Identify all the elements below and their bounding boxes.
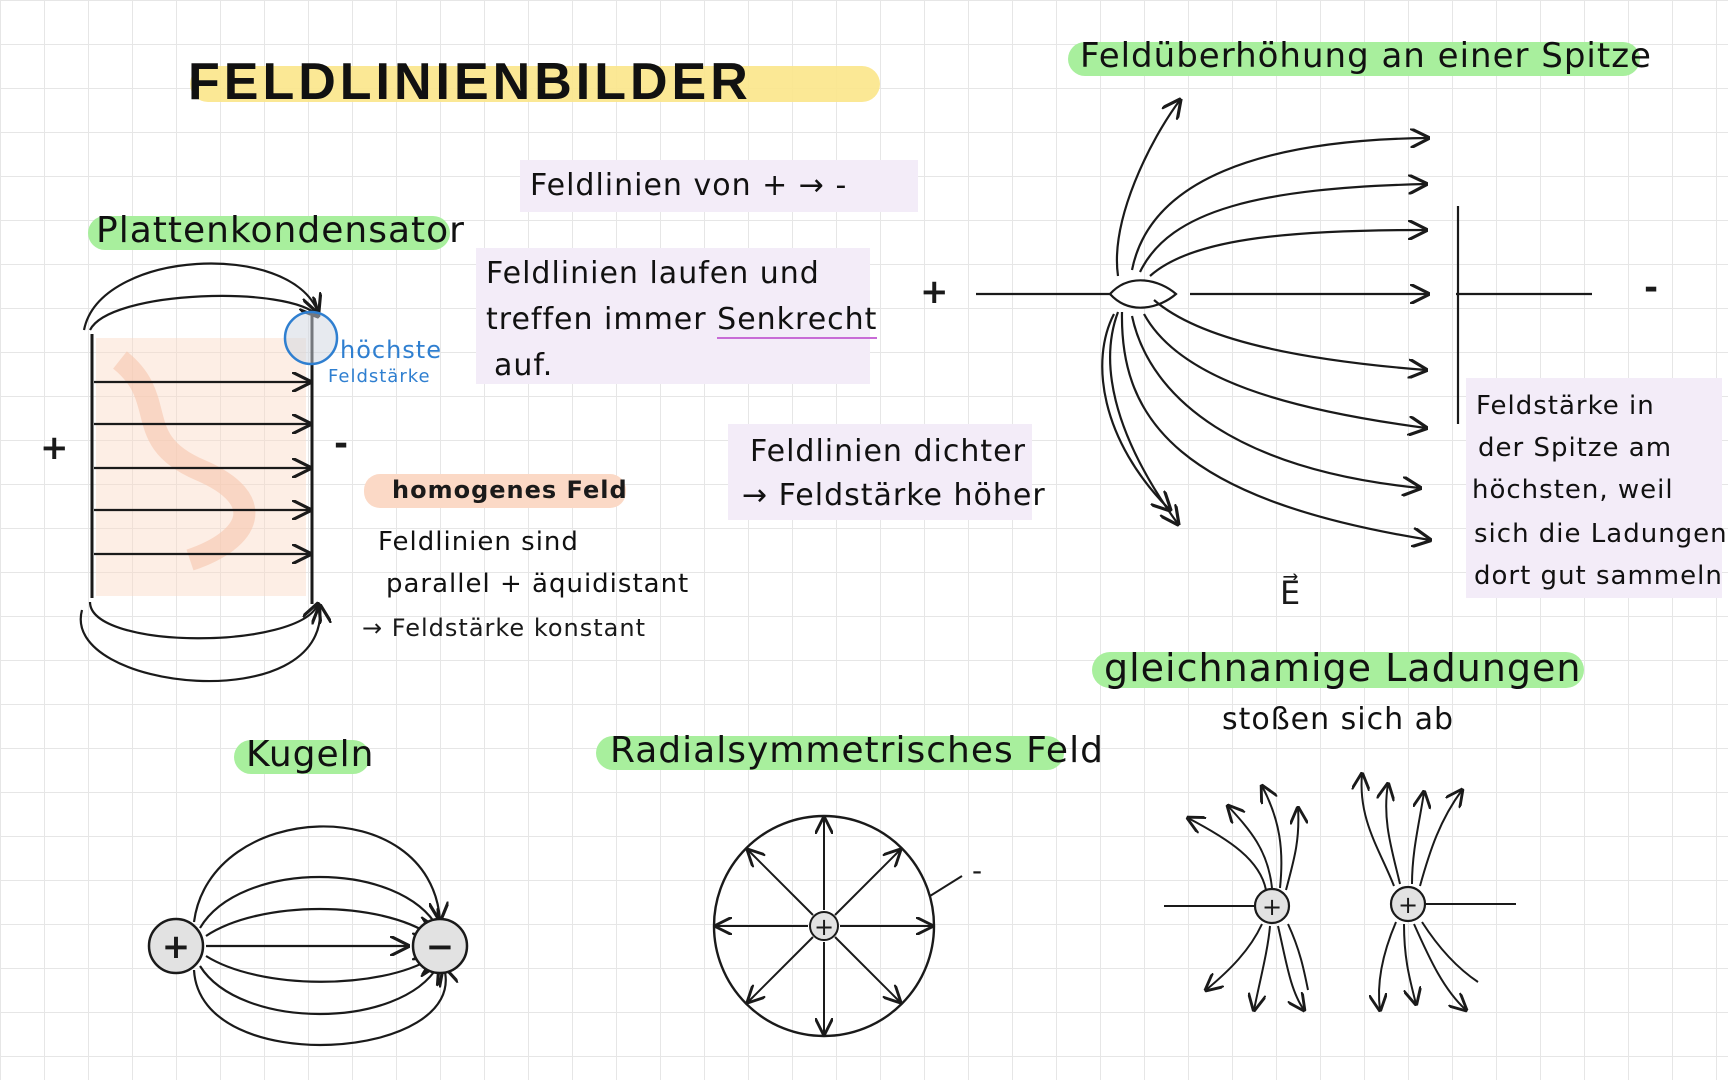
spitze-note-box [1466, 378, 1722, 598]
direction-note-box [520, 160, 918, 212]
left-charge-label: + [1262, 893, 1282, 921]
radial-outer-circle [712, 814, 936, 1038]
gleichnamig-subtext: stoßen sich ab [1222, 702, 1455, 737]
kugel-positive-label: + [162, 927, 191, 967]
radial-center-label: + [814, 913, 834, 941]
kugel-negative [411, 917, 469, 975]
capacitor-scribble [112, 351, 256, 571]
spitze-text-line1: Feldstärke in [1476, 391, 1655, 421]
right-charge-label: + [1398, 891, 1418, 919]
kugeln-highlight [234, 740, 370, 774]
perpendicular-note-line3: auf. [494, 348, 554, 383]
homogenes-tag-highlight [364, 474, 626, 508]
spitze-plus-label: + [920, 272, 950, 312]
plattenkondensator-heading: Plattenkondensator [96, 210, 465, 251]
gleichnamig-diagram: + + [1164, 774, 1516, 1010]
capacitor-minus-label: - [334, 424, 350, 464]
radial-minus-label: - [972, 854, 982, 887]
hoechste-annotation-line1: höchste [340, 336, 442, 364]
radial-highlight [596, 736, 1064, 770]
title-highlight [190, 66, 880, 102]
spitze-diagram [976, 100, 1592, 540]
capacitor-text-line3: → Feldstärke konstant [362, 614, 647, 642]
hoechste-annotation-line2: Feldstärke [328, 366, 431, 387]
capacitor-field-lines [79, 262, 321, 683]
perpendicular-note-line1: Feldlinien laufen und [486, 256, 820, 291]
kugel-negative-label: − [426, 927, 455, 967]
gleichnamig-field-lines [1188, 774, 1479, 1010]
spitze-text-line5: dort gut sammeln [1474, 561, 1723, 591]
spitze-heading: Feldüberhöhung an einer Spitze [1080, 36, 1652, 76]
gleichnamig-heading: gleichnamige Ladungen [1104, 646, 1582, 690]
spitze-field-lines [1101, 100, 1430, 540]
perpendicular-note-box [476, 248, 870, 384]
page-title: FELDLINIENBILDER [188, 53, 752, 111]
kugeln-diagram: + − [147, 825, 469, 1046]
radial-center-charge [809, 911, 839, 941]
perpendicular-note-line2: treffen immer Senkrecht [486, 298, 878, 342]
radial-heading: Radialsymmetrisches Feld [610, 730, 1104, 771]
spitze-tip [1108, 279, 1178, 309]
spitze-text-line2: der Spitze am [1478, 433, 1673, 463]
homogenes-tag: homogenes Feld [392, 476, 628, 504]
highest-field-circle [283, 310, 339, 366]
kugeln-heading: Kugeln [246, 734, 375, 775]
field-vector-symbol: E⃗ [1280, 574, 1302, 612]
plattenkondensator-highlight [88, 216, 450, 250]
radial-diagram: - + [712, 814, 982, 1038]
spitze-minus-label: - [1644, 268, 1660, 308]
radial-field-lines [716, 818, 932, 1034]
density-note-line1: Feldlinien dichter [750, 434, 1026, 469]
spitze-text-line3: höchsten, weil [1472, 475, 1674, 505]
kugel-positive [147, 917, 205, 975]
density-note-line2: → Feldstärke höher [742, 478, 1046, 513]
spitze-highlight [1068, 42, 1640, 76]
spitze-text-line4: sich die Ladungen [1474, 519, 1728, 549]
capacitor-plus-label: + [40, 428, 70, 468]
radial-minus-leader [929, 875, 963, 897]
density-note-box [728, 424, 1032, 520]
perpendicular-note-line2-a: treffen immer [486, 302, 707, 337]
left-positive-charge [1253, 887, 1291, 925]
capacitor-text-line2: parallel + äquidistant [386, 569, 690, 599]
senkrecht-word: Senkrecht [717, 302, 878, 339]
direction-note: Feldlinien von + → - [530, 168, 848, 203]
right-positive-charge [1389, 885, 1427, 923]
capacitor-text-line1: Feldlinien sind [378, 527, 579, 557]
capacitor-diagram [79, 262, 339, 683]
kugeln-field-lines [192, 825, 446, 1046]
gleichnamig-highlight [1092, 652, 1584, 688]
